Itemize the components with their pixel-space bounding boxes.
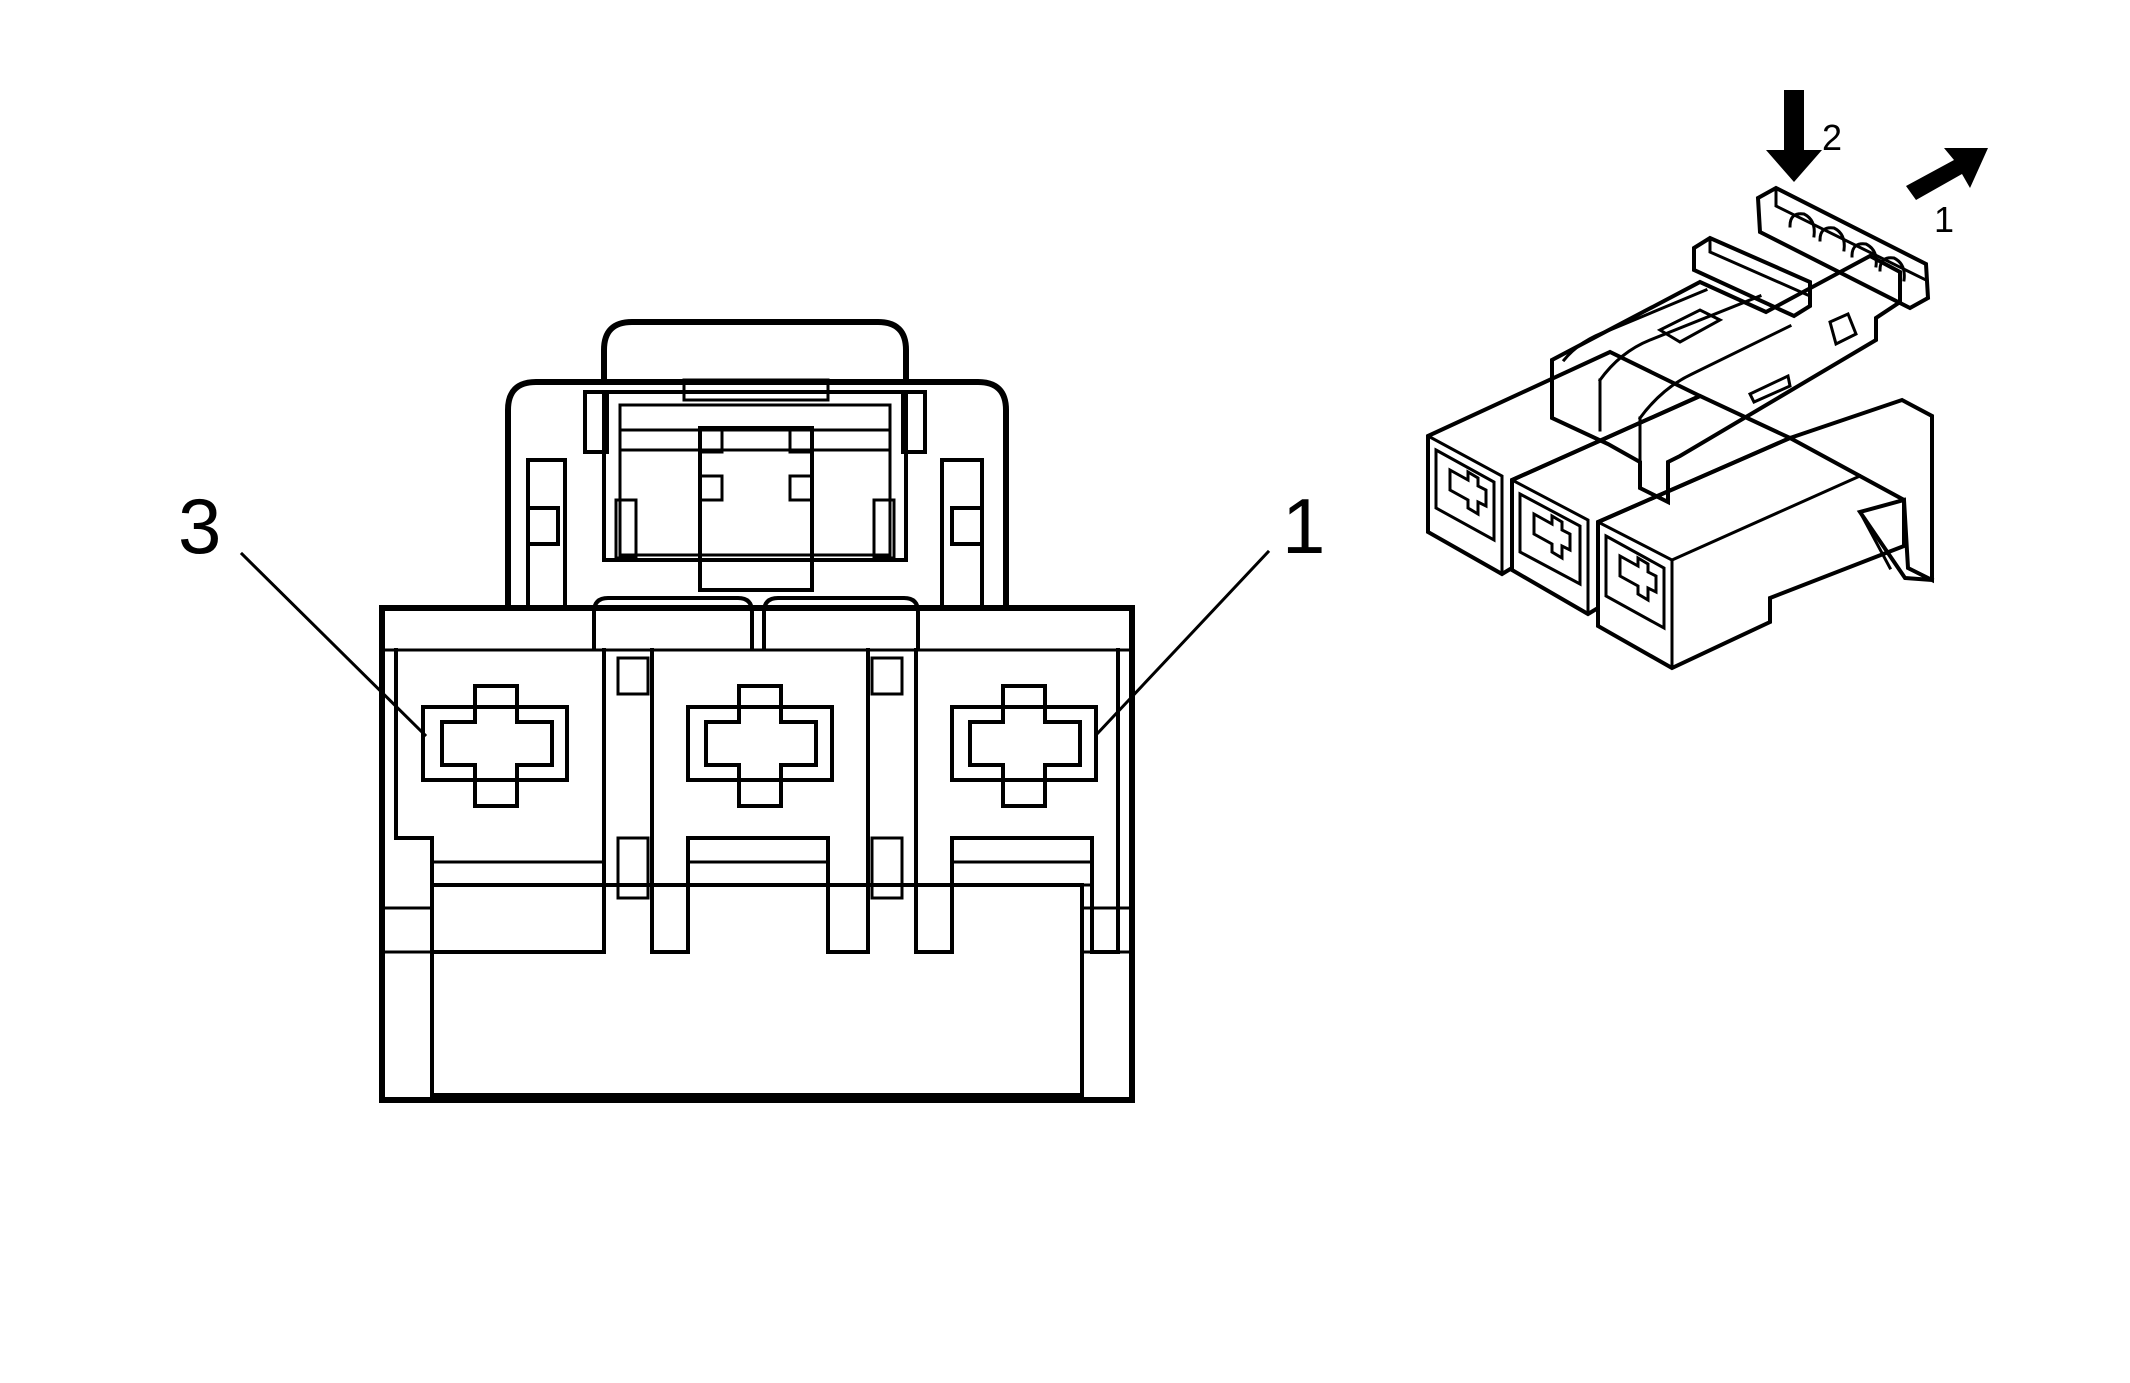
pin-cavity-3 xyxy=(394,648,606,954)
base-plate xyxy=(430,883,1084,1097)
connector-front-view: 3 1 xyxy=(178,319,1325,1103)
iso-terminal-face-middle xyxy=(1518,491,1582,587)
pull-arrow xyxy=(1906,148,1988,200)
terminal-window xyxy=(421,705,569,782)
connector-isometric-view: 2 1 xyxy=(1425,90,1988,671)
pin-label-3: 3 xyxy=(178,482,221,570)
pin-label-1: 1 xyxy=(1282,482,1325,570)
iso-terminal-face-left xyxy=(1434,447,1496,543)
body-block-left xyxy=(1426,349,1705,577)
press-arrow xyxy=(1766,90,1822,182)
step-label-2: 2 xyxy=(1822,117,1842,158)
body-block-middle xyxy=(1510,393,1795,617)
iso-latch-body xyxy=(1550,253,1902,506)
latch-top-bar xyxy=(682,378,830,402)
latch-clip-left xyxy=(583,390,609,454)
latch-frame-inner xyxy=(618,403,892,557)
rear-block xyxy=(1787,397,1935,584)
iso-terminal-face-right xyxy=(1604,533,1666,631)
pin-cavity-1 xyxy=(914,648,1120,954)
main-housing xyxy=(379,605,1135,1103)
side-tab-left xyxy=(526,506,560,546)
leader-line-pin-1 xyxy=(1093,549,1271,738)
latch-clip-right xyxy=(901,390,927,454)
terminal-window xyxy=(950,705,1098,782)
body-block-right xyxy=(1596,435,1906,671)
latch-center-block xyxy=(698,426,814,592)
leader-line-pin-3 xyxy=(239,551,428,738)
terminal-cross xyxy=(440,684,554,808)
terminal-window xyxy=(686,705,834,782)
upper-housing-inner xyxy=(526,458,984,610)
terminal-cross xyxy=(704,684,818,808)
step-label-1: 1 xyxy=(1934,199,1954,240)
upper-housing xyxy=(505,379,1009,611)
latch-frame xyxy=(602,390,908,562)
pin-cavity-2 xyxy=(616,648,904,954)
side-tab-right xyxy=(950,506,984,546)
terminal-cross xyxy=(968,684,1082,808)
latch-cap xyxy=(601,319,909,385)
